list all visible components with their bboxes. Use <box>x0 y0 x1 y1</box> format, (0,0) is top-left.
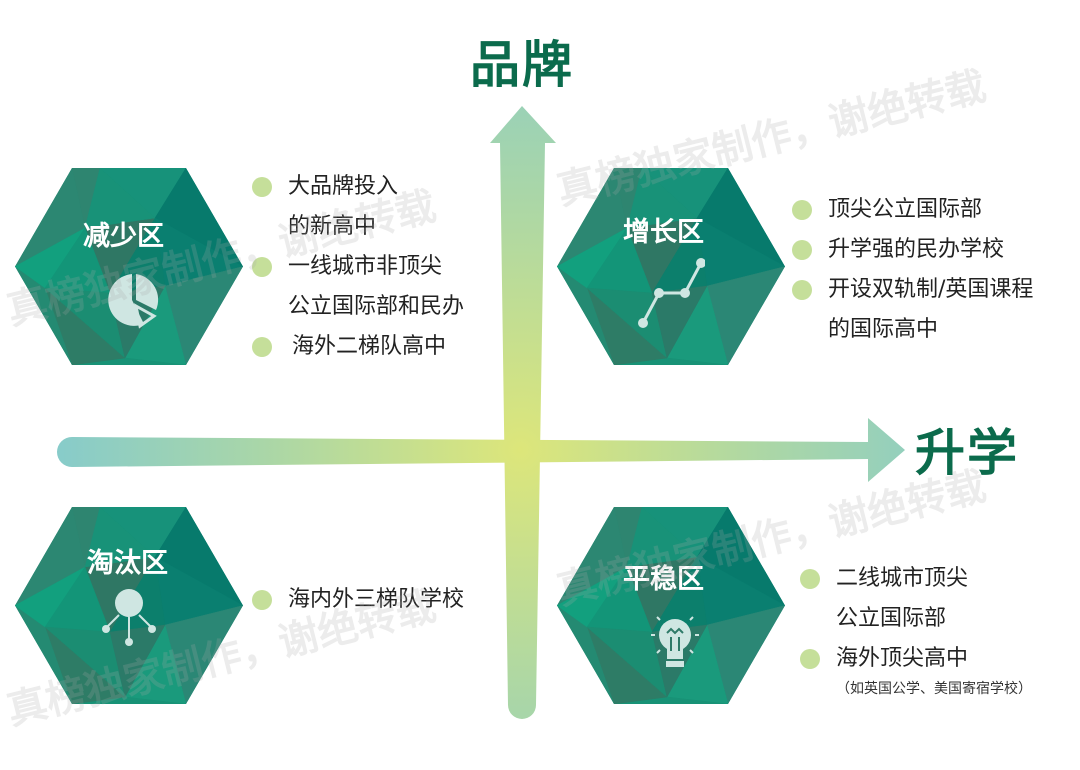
list-item-note: （如英国公学、美国寄宿学校） <box>836 681 1032 697</box>
hexagon-shape <box>557 168 785 365</box>
bullet-dot <box>252 590 272 610</box>
reduce-zone-list: 大品牌投入的新高中 一线城市非顶尖公立国际部和民办 海外二梯队高中 <box>252 167 464 367</box>
elimination-zone-list: 海内外三梯队学校 <box>252 580 464 620</box>
list-item: 大品牌投入的新高中 <box>252 167 464 247</box>
list-item: 顶尖公立国际部 <box>792 190 1033 230</box>
bullet-dot <box>800 569 820 589</box>
hexagon-facet <box>84 507 156 568</box>
hexagon-stable-zone: 平稳区 <box>557 507 785 704</box>
hexagon-facet <box>109 624 166 698</box>
list-item: 二线城市顶尖公立国际部 <box>800 559 1032 639</box>
bullet-dot <box>252 337 272 357</box>
hexagon-facet <box>84 168 156 229</box>
pie-chart-icon <box>108 274 159 329</box>
bullet-dot <box>792 240 812 260</box>
network-icon <box>102 589 156 646</box>
zone-title: 淘汰区 <box>87 548 168 579</box>
bullet-dot <box>792 280 812 300</box>
axis-label-admission: 升学 <box>915 424 1019 482</box>
horizontal-arrow <box>57 418 905 482</box>
bullet-dot <box>792 200 812 220</box>
list-item: 海外二梯队高中 <box>252 327 464 367</box>
zone-title: 平稳区 <box>623 564 704 595</box>
hexagon-growth-zone: 增长区 <box>557 168 785 365</box>
lightbulb-icon <box>651 616 699 667</box>
list-item: 开设双轨制/英国课程的国际高中 <box>792 270 1033 350</box>
hexagon-shape <box>15 168 243 365</box>
axis-label-brand: 品牌 <box>470 36 574 94</box>
hexagon-shape <box>557 507 785 704</box>
vertical-arrow <box>490 106 556 719</box>
zone-title: 增长区 <box>623 217 704 248</box>
zone-title: 减少区 <box>83 221 164 252</box>
bullet-dot <box>252 177 272 197</box>
list-item: 海内外三梯队学校 <box>252 580 464 620</box>
list-item: 升学强的民办学校 <box>792 230 1033 270</box>
hexagon-elimination-zone: 淘汰区 <box>15 507 243 704</box>
bullet-dot <box>800 649 820 669</box>
hexagon-facet <box>626 507 698 568</box>
hexagon-facet <box>626 168 698 229</box>
bullet-dot <box>252 257 272 277</box>
hexagon-facet <box>651 285 708 359</box>
stable-zone-list: 二线城市顶尖公立国际部 海外顶尖高中 （如英国公学、美国寄宿学校） <box>800 559 1032 699</box>
line-chart-icon <box>638 258 705 328</box>
list-item: 海外顶尖高中 <box>800 639 1032 679</box>
growth-zone-list: 顶尖公立国际部 升学强的民办学校 开设双轨制/英国课程的国际高中 <box>792 190 1033 350</box>
hexagon-reduce-zone: 减少区 <box>15 168 243 365</box>
list-item: 一线城市非顶尖公立国际部和民办 <box>252 247 464 327</box>
